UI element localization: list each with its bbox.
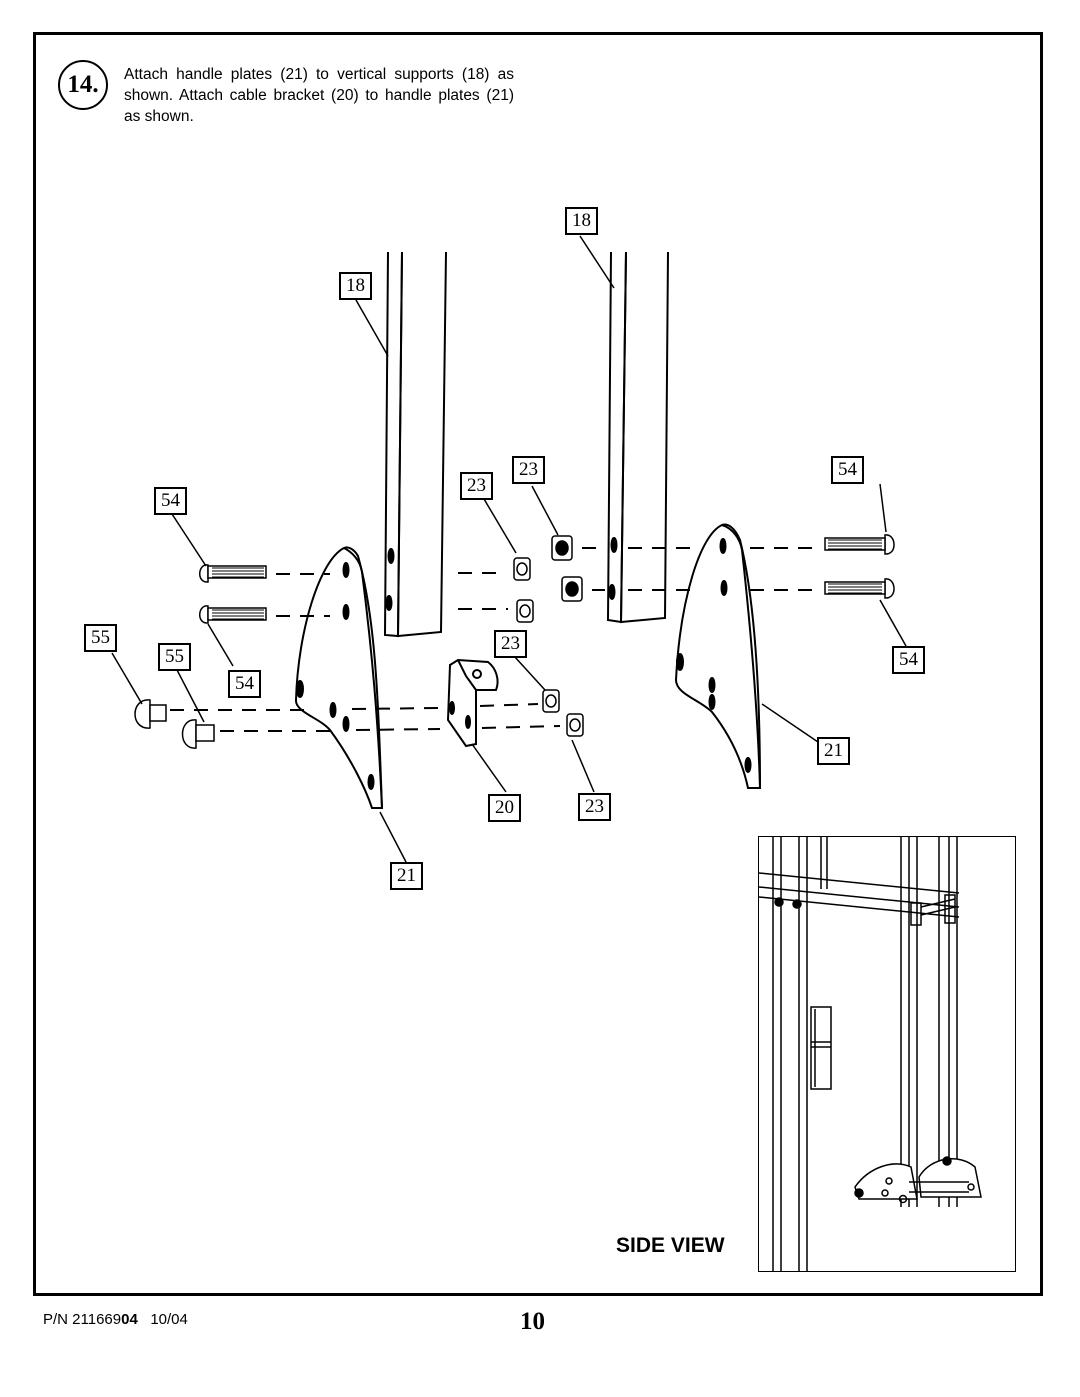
nut-23-left-bottom xyxy=(516,599,534,623)
assembly-lines xyxy=(170,547,818,732)
cable-bracket xyxy=(446,658,499,748)
callout-23-b: 23 xyxy=(512,456,545,484)
callout-54-right-low: 54 xyxy=(892,646,925,674)
step-instruction: Attach handle plates (21) to vertical su… xyxy=(124,66,514,125)
nut-23-bracket-bottom xyxy=(566,713,584,737)
callout-18-left: 18 xyxy=(339,272,372,300)
vertical-support-left xyxy=(383,251,447,638)
callout-55-inner: 55 xyxy=(158,643,191,671)
callout-23-d: 23 xyxy=(578,793,611,821)
hardware xyxy=(134,534,895,749)
callout-23-a: 23 xyxy=(460,472,493,500)
side-view-inset xyxy=(758,836,1016,1272)
carriage-bolt-55-inner xyxy=(181,719,215,749)
callout-54-left-low: 54 xyxy=(228,670,261,698)
bolt-54-left-bottom xyxy=(199,605,267,624)
callout-23-c: 23 xyxy=(494,630,527,658)
nut-23-left-top xyxy=(513,557,531,581)
leader-lines xyxy=(111,235,907,863)
carriage-bolt-55-outer xyxy=(134,699,167,729)
part-number: P/N 21166904 10/04 xyxy=(43,1311,188,1328)
bolt-54-right-top xyxy=(824,534,895,555)
step-number: 14. xyxy=(58,60,108,110)
callout-54-left: 54 xyxy=(154,487,187,515)
page-border xyxy=(33,32,1043,1296)
callout-18-right: 18 xyxy=(565,207,598,235)
nut-23-right-bottom xyxy=(561,576,583,602)
bolt-54-left-top xyxy=(199,564,267,583)
nut-23-right-top xyxy=(551,535,573,561)
handle-plate-left xyxy=(295,546,384,809)
callout-54-right-top: 54 xyxy=(831,456,864,484)
side-view-label: SIDE VIEW xyxy=(616,1234,725,1257)
nut-23-bracket-top xyxy=(542,689,560,713)
callout-21-left: 21 xyxy=(390,862,423,890)
callout-20: 20 xyxy=(488,794,521,822)
bolt-54-right-bottom xyxy=(824,578,895,599)
callout-21-right: 21 xyxy=(817,737,850,765)
page-number: 10 xyxy=(520,1308,545,1335)
callout-55-outer: 55 xyxy=(84,624,117,652)
handle-plate-right xyxy=(674,523,762,789)
vertical-support-right xyxy=(606,251,669,624)
side-view-drawing xyxy=(759,837,982,1271)
